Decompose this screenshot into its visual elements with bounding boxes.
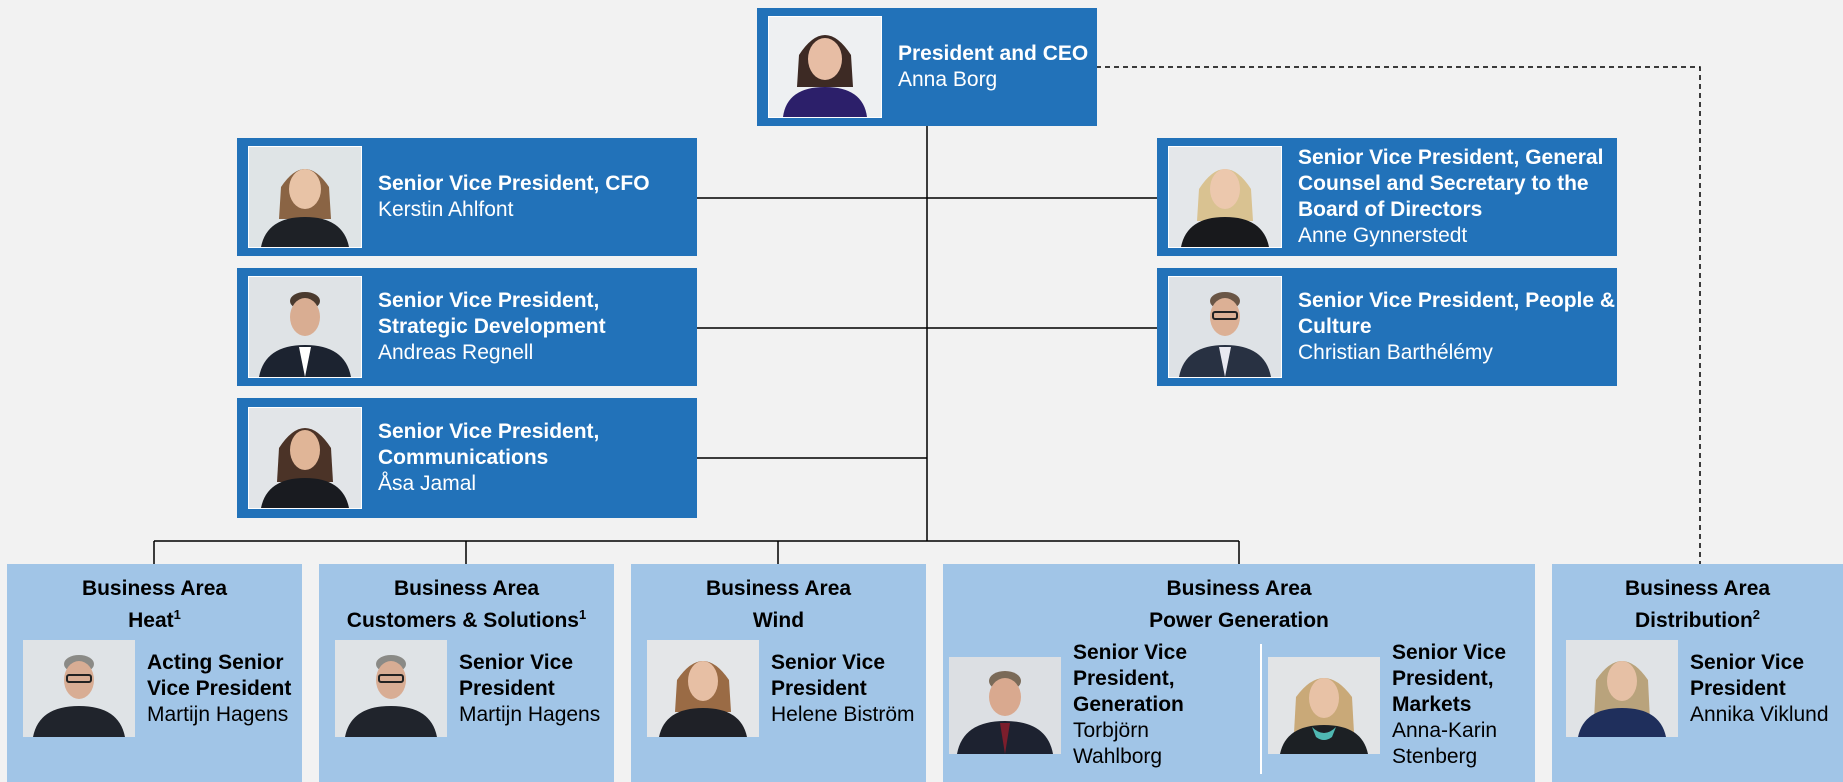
customers-person-photo xyxy=(335,640,447,737)
generation-person-photo xyxy=(949,656,1061,754)
svp-general-counsel-title: Senior Vice President, General Counsel a… xyxy=(1298,146,1604,221)
business-area-name: Distribution xyxy=(1634,609,1753,632)
ceo-box: President and CEO Anna Borg xyxy=(757,8,1097,126)
svp-strategy-box: Senior Vice President, Strategic Develop… xyxy=(237,268,697,386)
svp-general-counsel-box: Senior Vice President, General Counsel a… xyxy=(1157,138,1617,256)
distribution-person-title: Senior Vice President xyxy=(1690,650,1805,700)
portrait-icon xyxy=(647,640,759,737)
distribution-dashed-connector xyxy=(1096,66,1701,564)
business-area-label: Business Area xyxy=(1624,577,1771,600)
ceo-title: President and CEO xyxy=(898,42,1089,65)
svp-strategy-photo xyxy=(248,276,362,378)
heat-person-photo xyxy=(23,640,135,737)
svp-general-counsel-name: Anne Gynnerstedt xyxy=(1298,224,1468,247)
portrait-icon xyxy=(249,147,361,247)
ceo-name: Anna Borg xyxy=(898,68,998,91)
generation-person-title: Senior Vice President, Generation xyxy=(1073,641,1188,716)
svp-communications-title: Senior Vice President, Communications xyxy=(378,420,600,469)
svp-cfo-title: Senior Vice President, CFO xyxy=(378,172,650,195)
markets-person-title: Senior Vice President, Markets xyxy=(1392,641,1507,716)
portrait-icon xyxy=(23,640,135,737)
business-area-label: Business Area xyxy=(393,577,540,600)
svp-cfo-photo xyxy=(248,146,362,248)
portrait-icon xyxy=(949,656,1061,754)
portrait-icon xyxy=(249,408,361,508)
svp-communications-photo xyxy=(248,407,362,509)
distribution-person-photo xyxy=(1566,640,1678,737)
portrait-icon xyxy=(1169,147,1281,247)
portrait-icon xyxy=(1566,640,1678,737)
wind-person-photo xyxy=(647,640,759,737)
customers-person-title: Senior Vice President xyxy=(459,650,574,700)
svp-people-culture-title: Senior Vice President, People & Culture xyxy=(1298,289,1616,338)
generation-person-name: Torbjörn Wahlborg xyxy=(1073,719,1163,768)
portrait-icon xyxy=(335,640,447,737)
markets-person-photo xyxy=(1268,656,1380,754)
distribution-person-name: Annika Viklund xyxy=(1690,702,1829,726)
business-area-label: Business Area xyxy=(81,577,228,600)
business-area-customers-solutions: Business Area Customers & Solutions1 Sen… xyxy=(319,564,614,782)
ceo-photo xyxy=(768,16,882,118)
svp-strategy-title: Senior Vice President, Strategic Develop… xyxy=(378,289,606,338)
markets-person-name: Anna-Karin Stenberg xyxy=(1392,719,1498,768)
wind-person-title: Senior Vice President xyxy=(771,650,886,700)
portrait-icon xyxy=(1268,656,1380,754)
svp-cfo-name: Kerstin Ahlfont xyxy=(378,198,514,221)
business-area-heat: Business Area Heat1 Acting Senior Vice P… xyxy=(7,564,302,782)
footnote-marker: 2 xyxy=(1752,607,1761,622)
svp-people-culture-name: Christian Barthélémy xyxy=(1298,341,1493,364)
business-area-label: Business Area xyxy=(705,577,852,600)
business-area-name: Heat xyxy=(128,609,174,632)
business-area-distribution: Business Area Distribution2 Senior Vice … xyxy=(1552,564,1843,782)
business-area-name: Customers & Solutions xyxy=(346,609,579,632)
svp-cfo-box: Senior Vice President, CFO Kerstin Ahlfo… xyxy=(237,138,697,256)
svp-communications-box: Senior Vice President, Communications Ås… xyxy=(237,398,697,518)
footnote-marker: 1 xyxy=(578,607,587,622)
business-area-name: Wind xyxy=(752,609,805,632)
portrait-icon xyxy=(249,277,361,377)
svp-strategy-name: Andreas Regnell xyxy=(378,341,534,364)
business-area-name: Power Generation xyxy=(1149,609,1329,632)
footnote-marker: 1 xyxy=(173,607,181,622)
svp-people-culture-photo xyxy=(1168,276,1282,378)
svp-people-culture-box: Senior Vice President, People & Culture … xyxy=(1157,268,1617,386)
business-area-label: Business Area xyxy=(1166,577,1312,600)
portrait-icon xyxy=(769,17,881,117)
business-area-wind: Business Area Wind Senior Vice President… xyxy=(631,564,926,782)
svp-communications-name: Åsa Jamal xyxy=(378,472,477,495)
heat-person-title: Acting Senior Vice President xyxy=(147,650,292,700)
svp-general-counsel-photo xyxy=(1168,146,1282,248)
business-area-power-generation: Business Area Power Generation Senior Vi… xyxy=(943,564,1535,782)
power-generation-divider xyxy=(1260,644,1262,774)
portrait-icon xyxy=(1169,277,1281,377)
customers-person-name: Martijn Hagens xyxy=(459,702,601,726)
wind-person-name: Helene Biström xyxy=(771,702,915,726)
heat-person-name: Martijn Hagens xyxy=(147,702,289,726)
